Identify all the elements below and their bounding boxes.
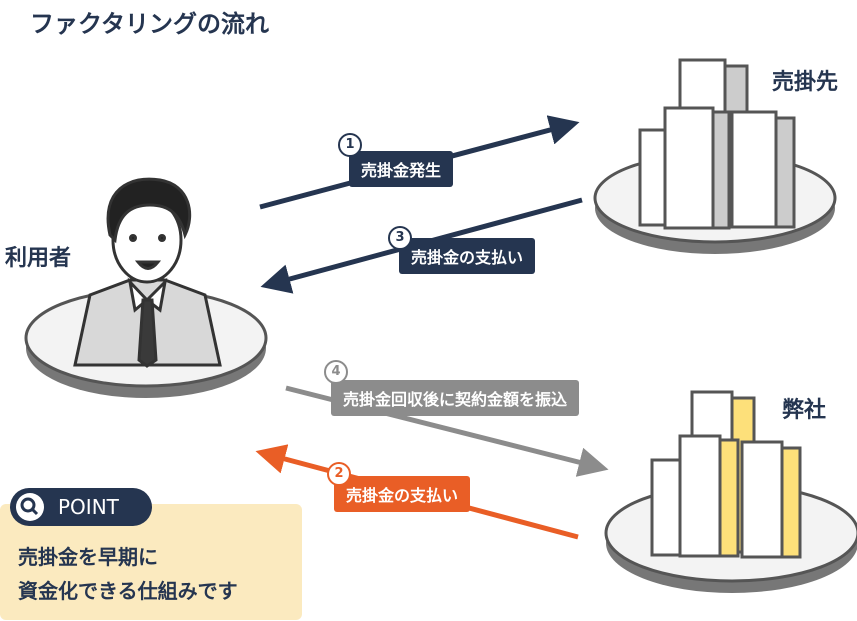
company-building-icon <box>650 390 802 559</box>
label-user: 利用者 <box>5 246 72 271</box>
search-icon <box>16 493 44 521</box>
step-2-label: 売掛金の支払い <box>334 476 471 512</box>
point-line-1: 売掛金を早期に <box>18 545 158 569</box>
page-title: ファクタリングの流れ <box>30 10 270 38</box>
step-2-badge: 2 <box>327 462 351 486</box>
step-3-badge: 3 <box>388 226 412 250</box>
point-line-2: 資金化できる仕組みです <box>18 579 238 603</box>
point-badge: POINT <box>10 488 152 526</box>
label-company: 弊社 <box>782 398 827 423</box>
step-3-label: 売掛金の支払い <box>399 238 536 274</box>
user-person-icon <box>73 177 222 368</box>
step-4-label: 売掛金回収後に契約金額を振込 <box>331 380 580 416</box>
point-badge-label: POINT <box>58 495 119 519</box>
step-1-badge: 1 <box>338 133 362 157</box>
customer-building-icon <box>638 58 796 230</box>
step-4-badge: 4 <box>324 360 348 384</box>
step-1-label: 売掛金発生 <box>349 151 454 187</box>
label-customer: 売掛先 <box>772 70 839 95</box>
point-text: 売掛金を早期に 資金化できる仕組みです <box>18 540 238 608</box>
